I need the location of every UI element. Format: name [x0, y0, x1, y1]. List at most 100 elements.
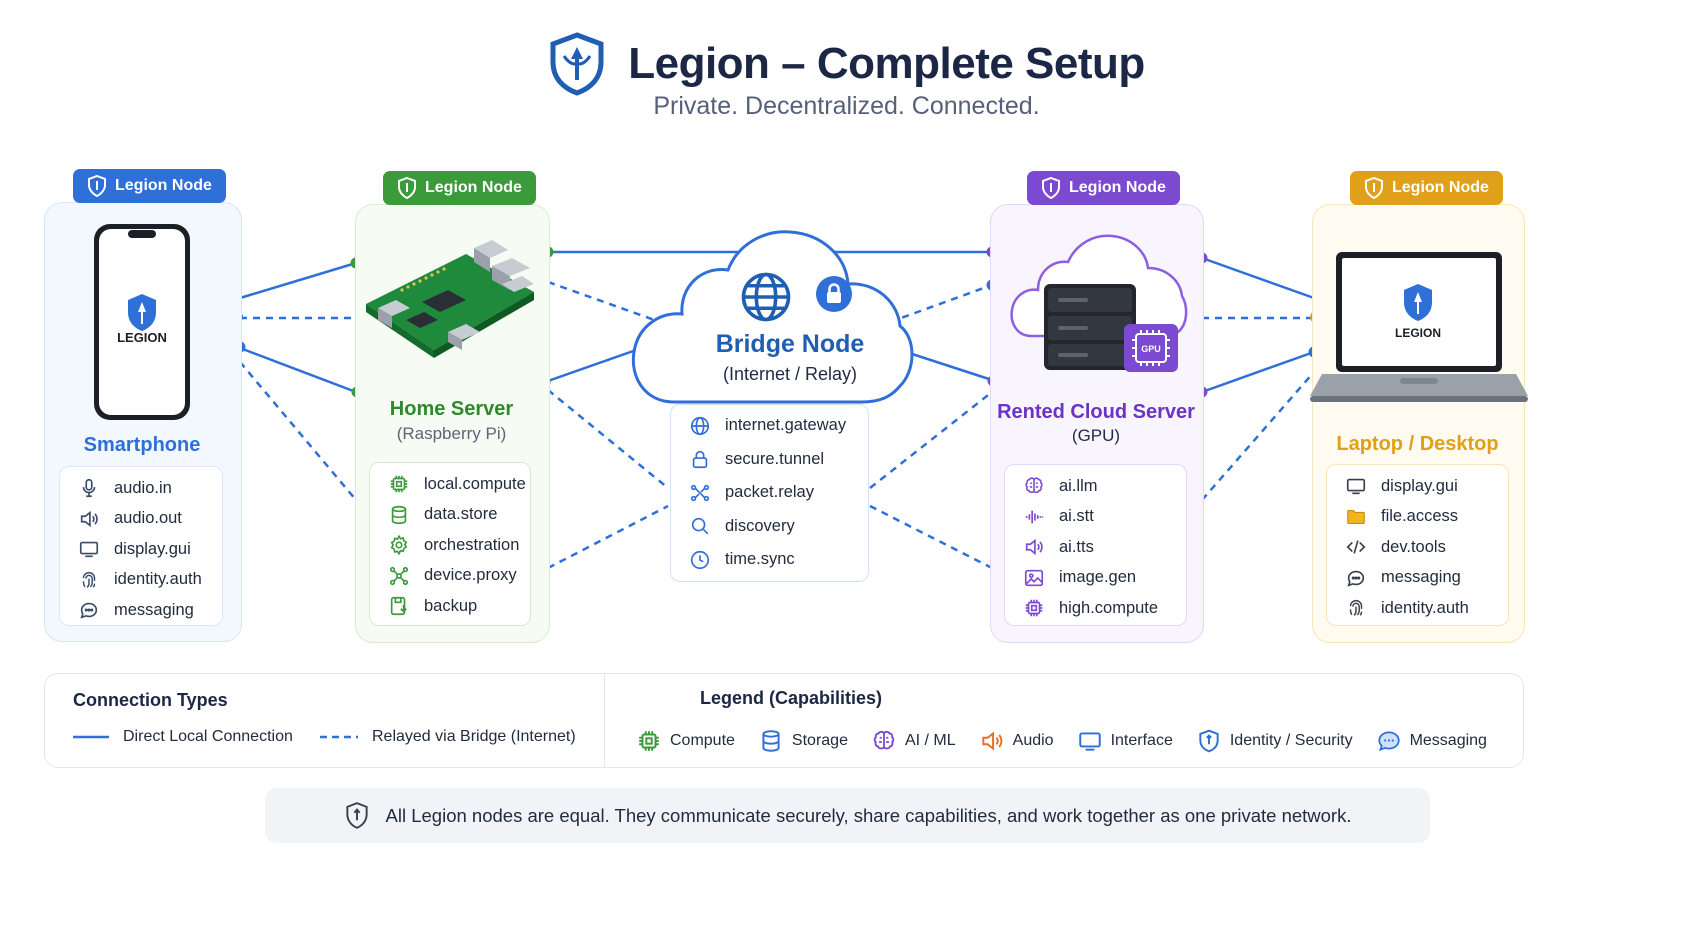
- raspberry-pi-illustration: [366, 240, 534, 358]
- shield-icon: [1365, 177, 1383, 199]
- chip-icon: [1025, 600, 1043, 617]
- solid-line-swatch: [73, 735, 109, 739]
- cloud-server-subtitle: (GPU): [1071, 426, 1121, 445]
- capability-item: high.compute: [1005, 593, 1186, 624]
- link-cloud-laptop-relayed-2: [1201, 371, 1315, 501]
- cloud-server-capability-list: ai.llm ai.stt ai.tts image.gen high.comp…: [1004, 464, 1187, 626]
- image-icon: [1024, 569, 1044, 586]
- folder-icon: [1347, 509, 1365, 524]
- smartphone-capability-list: audio.in audio.out display.gui identity.…: [59, 466, 223, 626]
- database-icon: [762, 730, 780, 752]
- smartphone-title: Smartphone: [83, 434, 201, 456]
- svg-text:LEGION: LEGION: [117, 330, 167, 345]
- dashed-line-swatch: [320, 735, 358, 739]
- monitor-icon: [79, 542, 99, 558]
- fingerprint-icon: [82, 571, 96, 588]
- monitor-icon: [1346, 479, 1366, 495]
- capability-item: local.compute: [370, 469, 530, 500]
- capability-item: identity.auth: [60, 565, 222, 596]
- link-home-bridge-relayed-1: [547, 280, 661, 324]
- capability-item: ai.llm: [1005, 471, 1186, 502]
- fingerprint-icon: [1349, 600, 1363, 617]
- legend-interface: Interface: [1077, 728, 1173, 754]
- relay-icon: [690, 484, 710, 501]
- bridge-capability-list: internet.gateway secure.tunnel packet.re…: [670, 404, 869, 582]
- capability-item: secure.tunnel: [671, 443, 868, 477]
- speaker-icon: [982, 731, 1003, 751]
- capability-item: discovery: [671, 510, 868, 544]
- capability-item: identity.auth: [1327, 593, 1508, 624]
- bridge-node-title: Bridge Node: [715, 330, 865, 358]
- link-phone-home-direct-2: [239, 346, 357, 394]
- legion-node-badge: Legion Node: [1027, 171, 1180, 205]
- connection-types-title: Connection Types: [73, 690, 228, 710]
- direct-connection-legend: Direct Local Connection: [73, 728, 293, 746]
- page-subtitle: Private. Decentralized. Connected.: [653, 92, 1040, 120]
- lock-icon: [692, 451, 708, 469]
- shield-icon: [345, 801, 368, 829]
- cloud-server-illustration: GPU: [1010, 234, 1188, 372]
- footer-text: All Legion nodes are equal. They communi…: [385, 804, 1352, 826]
- capability-item: orchestration: [370, 530, 530, 561]
- shield-icon: [88, 175, 106, 197]
- monitor-icon: [1078, 732, 1101, 751]
- code-icon: [1346, 540, 1366, 554]
- chat-bubble-icon: [1377, 731, 1400, 752]
- link-phone-home-relayed-2: [239, 361, 357, 501]
- clock-icon: [690, 550, 710, 569]
- shield-icon: [398, 177, 416, 199]
- capability-item: file.access: [1327, 502, 1508, 533]
- home-server-subtitle: (Raspberry Pi): [396, 424, 507, 443]
- capability-item: device.proxy: [370, 561, 530, 592]
- legend-compute: Compute: [636, 728, 735, 754]
- globe-icon: [741, 272, 791, 322]
- legion-node-badge: Legion Node: [1350, 171, 1503, 205]
- capability-item: messaging: [1327, 563, 1508, 594]
- globe-icon: [690, 416, 710, 435]
- search-icon: [691, 518, 709, 535]
- gear-icon: [390, 534, 408, 556]
- link-cloud-laptop-direct-1: [1201, 256, 1315, 300]
- link-bridge-cloud-direct: [905, 350, 993, 382]
- capability-item: audio.in: [60, 473, 222, 504]
- speaker-icon: [80, 510, 98, 527]
- legend-title: Legend (Capabilities): [700, 688, 883, 708]
- capability-item: internet.gateway: [671, 409, 868, 443]
- legend-items: Compute Storage AI / ML Audio Interface …: [636, 728, 1487, 754]
- legion-shield-logo-icon: [550, 32, 604, 96]
- capability-item: audio.out: [60, 504, 222, 535]
- link-home-bridge-direct: [544, 348, 637, 384]
- legion-node-badge: Legion Node: [73, 169, 226, 203]
- lock-badge-icon: [816, 276, 852, 312]
- home-server-title: Home Server: [389, 398, 514, 420]
- capability-item: packet.relay: [671, 476, 868, 510]
- capability-item: display.gui: [60, 534, 222, 565]
- link-phone-home-direct-1: [239, 261, 357, 300]
- capability-item: ai.tts: [1005, 532, 1186, 563]
- bridge-node-subtitle: (Internet / Relay): [722, 364, 858, 384]
- link-bridge-cloud-relayed-1: [889, 283, 993, 324]
- relayed-connection-legend: Relayed via Bridge (Internet): [320, 728, 576, 746]
- laptop-capability-list: display.gui file.access dev.tools messag…: [1326, 464, 1509, 626]
- link-home-bridge-relayed-3: [547, 504, 669, 570]
- legend-audio: Audio: [979, 728, 1054, 754]
- link-bridge-cloud-relayed-3: [869, 504, 993, 570]
- capability-item: data.store: [370, 500, 530, 531]
- connection-types-box: [44, 673, 606, 768]
- capability-item: image.gen: [1005, 563, 1186, 594]
- capability-item: backup: [370, 591, 530, 622]
- capability-item: display.gui: [1327, 471, 1508, 502]
- link-cloud-laptop-direct-2: [1201, 350, 1315, 394]
- legend-messaging: Messaging: [1376, 728, 1487, 754]
- shield-icon: [1042, 177, 1060, 199]
- capability-item: messaging: [60, 595, 222, 626]
- smartphone-device-illustration: LEGION: [94, 224, 190, 420]
- backup-icon: [390, 597, 407, 616]
- page-title: Legion – Complete Setup: [0, 32, 1693, 101]
- legion-node-badge: Legion Node: [383, 171, 536, 205]
- capability-item: ai.stt: [1005, 502, 1186, 533]
- svg-text:GPU: GPU: [1141, 344, 1161, 354]
- brain-icon: [1025, 477, 1043, 494]
- legend-ai-ml: AI / ML: [871, 728, 956, 754]
- shield-icon: [1199, 729, 1219, 753]
